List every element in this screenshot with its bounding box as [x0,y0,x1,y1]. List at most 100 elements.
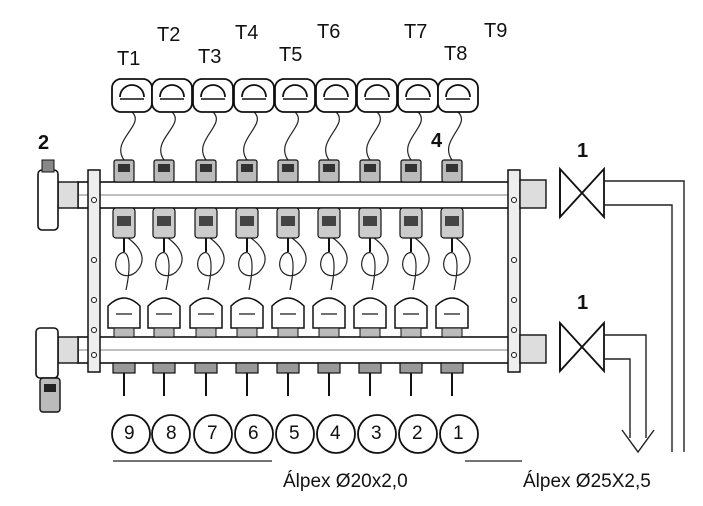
thermostat-dial [323,84,349,98]
flow-meter-window [363,216,377,226]
actuator-seat-mark [282,164,294,172]
right-bracket-hole [511,257,517,263]
actuator-wire [361,237,389,291]
supply-pipe-1 [604,180,685,452]
thermostat-label-t1: T1 [117,48,141,70]
valve-body [559,320,605,374]
supply-pipes [113,180,685,462]
outlet-3 [189,159,223,396]
actuator-seat-mark [405,164,417,172]
loop-circle-7 [193,414,233,454]
thermostat-label-t8: T8 [444,43,468,65]
thermostat-wire [243,111,258,161]
actuator-seat-mark [241,164,253,172]
flow-meter-window [117,216,131,226]
right-bracket-hole [511,297,517,303]
thermostat-dial [405,84,431,98]
actuator-wire [279,237,307,291]
thermostat-wire [325,111,340,161]
loop-circle-3 [357,414,397,454]
actuator-head [312,297,346,329]
loop-circle-2 [398,414,438,454]
right-bracket [507,169,521,373]
flow-meter-window [404,216,418,226]
flow-meter-window [445,216,459,226]
flow-meter-window [281,216,295,226]
actuator-wire [238,237,266,291]
thermostat-dial [119,84,145,98]
actuator-wire [155,237,183,291]
right-bracket-hole [511,327,517,333]
flow-meter-window [199,216,213,226]
loop-number-8: 8 [166,423,177,444]
actuator-base [359,327,381,338]
actuator-base [113,327,135,338]
loop-number-5: 5 [289,423,300,444]
supply-connector [519,179,547,209]
thermostat-housing [274,78,316,113]
thermostat-housing [397,78,439,113]
left-bracket-hole [91,327,97,333]
actuator-head [353,297,387,329]
left-bracket-hole [91,197,97,203]
loop-number-6: 6 [248,423,259,444]
thermostat-dial [282,84,308,98]
actuator-seat-mark [158,164,170,172]
thermostat-7 [356,78,398,113]
loop-pipe-label: Álpex Ø20x2,0 [283,471,408,492]
loop-number-1: 1 [453,423,464,444]
thermostat-housing [437,78,479,113]
supply-pipe-4 [604,358,631,438]
air-vent-valve [35,327,59,379]
thermostat-wire [120,111,136,161]
return-fitting [276,362,300,374]
thermostat-dial [159,84,185,98]
supply-end-cap [57,181,79,209]
thermostat-dial [364,84,390,98]
return-fitting [235,362,259,374]
actuator-wire [402,237,430,291]
thermostat-label-t4: T4 [235,22,259,44]
thermostat-wire [202,111,217,161]
left-bracket-hole [91,257,97,263]
actuator-wire [443,237,471,291]
actuator-seat-mark [118,164,130,172]
thermostat-dial [200,84,226,98]
actuator-seat-mark [200,164,212,172]
thermostat-6 [315,78,357,113]
callout-actuator: 4 [431,130,443,152]
loop-number-7: 7 [207,423,218,444]
return-fitting [152,362,176,374]
actuator-head [394,297,428,329]
valve-body [559,166,605,220]
thermostat-row [111,78,479,113]
outlet-5 [271,159,305,396]
safety-valve-cap [41,159,55,173]
actuator-base [277,327,299,338]
thermostat-housing [151,78,193,113]
callout-safety-valve: 2 [38,132,50,154]
actuator-head [230,297,264,329]
return-fitting [112,362,136,374]
thermostat-housing [111,78,153,113]
return-fitting [440,362,464,374]
thermostat-label-t6: T6 [317,21,341,43]
thermostat-1 [111,78,153,113]
left-bracket-hole [91,297,97,303]
flow-meter-window [157,216,171,226]
outlet-4 [230,159,264,396]
outlet-9 [435,159,469,396]
actuator-base [195,327,217,338]
thermostat-8 [397,78,439,113]
return-fitting [358,362,382,374]
loop-circle-1 [439,414,479,454]
supply-pipe-label: Álpex Ø25X2,5 [523,471,651,492]
thermostat-5 [274,78,316,113]
thermostat-wire [407,111,422,161]
loop-number-2: 2 [412,423,423,444]
drain-valve-handle [44,384,56,392]
left-bracket-hole [91,352,97,358]
loop-number-4: 4 [330,423,341,444]
callout-ball-valve-top: 1 [577,140,589,162]
